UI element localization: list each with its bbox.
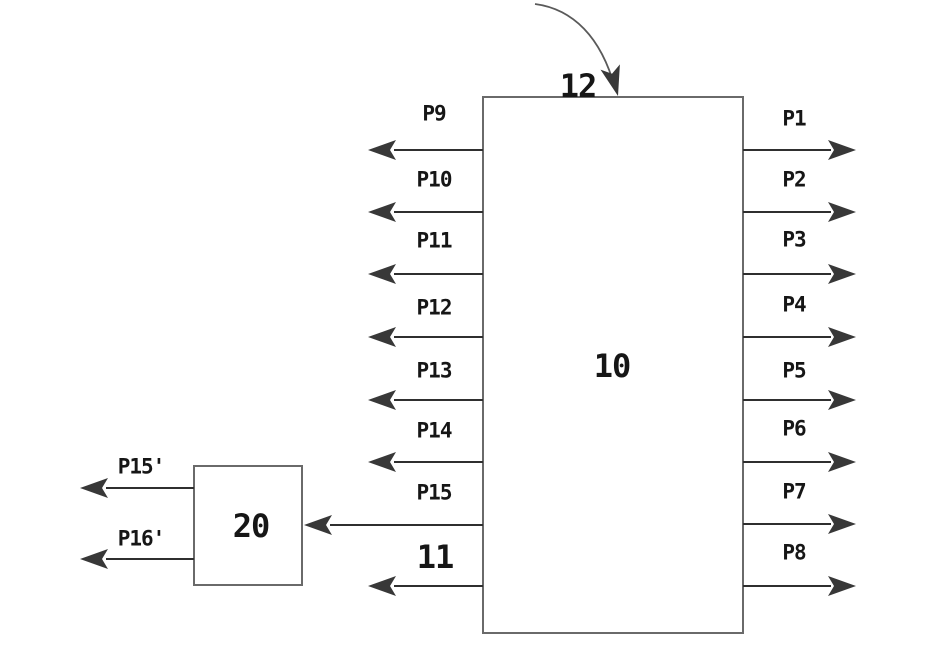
port-label-p4: P4 bbox=[782, 292, 806, 317]
port-arrowhead-p11 bbox=[368, 264, 396, 284]
port-label-p8: P8 bbox=[782, 540, 806, 565]
port-label-p13: P13 bbox=[416, 358, 453, 383]
block-20-label: 20 bbox=[232, 507, 271, 545]
port-arrowhead-p1 bbox=[828, 140, 856, 160]
port-label-p5: P5 bbox=[782, 358, 806, 383]
port-arrowhead-p16prime bbox=[80, 549, 108, 569]
port-label-p12: P12 bbox=[416, 295, 453, 320]
port-label-p11: P11 bbox=[416, 228, 453, 253]
port-label-p15prime: P15' bbox=[117, 454, 166, 479]
port-arrowhead-p14 bbox=[368, 452, 396, 472]
port-arrowhead-p5 bbox=[828, 390, 856, 410]
port-arrowhead-p15prime bbox=[80, 478, 108, 498]
port-label-p6: P6 bbox=[782, 416, 806, 441]
port-arrowhead-p3 bbox=[828, 264, 856, 284]
port-label-p14: P14 bbox=[416, 418, 453, 443]
port-arrowhead-p2 bbox=[828, 202, 856, 222]
port-label-p3: P3 bbox=[782, 227, 806, 252]
pointer-label-12: 12 bbox=[559, 67, 598, 105]
port-label-p7: P7 bbox=[782, 479, 806, 504]
pointer-arrow-curve bbox=[534, 3, 616, 89]
port-label-p1: P1 bbox=[782, 106, 806, 131]
port-arrowhead-p7 bbox=[828, 514, 856, 534]
pointer-arrowhead-icon bbox=[600, 64, 620, 96]
port-label-p10: P10 bbox=[416, 167, 453, 192]
port-label-p9: P9 bbox=[422, 101, 446, 126]
right-port-arrows bbox=[743, 140, 856, 596]
bus-label-11: 11 bbox=[416, 538, 455, 576]
block-20-rect bbox=[193, 465, 303, 586]
secondary-out-arrows bbox=[80, 478, 194, 569]
left-port-arrows bbox=[368, 140, 483, 472]
port-arrowhead-p9 bbox=[368, 140, 396, 160]
block-10-label: 10 bbox=[593, 347, 632, 385]
port-label-p16prime: P16' bbox=[117, 526, 166, 551]
port-label-p2: P2 bbox=[782, 167, 806, 192]
port-arrowhead-p12 bbox=[368, 327, 396, 347]
port-arrowhead-p13 bbox=[368, 390, 396, 410]
port-arrowhead-p6 bbox=[828, 452, 856, 472]
bus-arrowhead-11 bbox=[368, 576, 396, 596]
port-arrowhead-p8 bbox=[828, 576, 856, 596]
port-arrowhead-p4 bbox=[828, 327, 856, 347]
port-label-p15: P15 bbox=[416, 480, 453, 505]
port-arrowhead-p15 bbox=[304, 515, 332, 535]
port-arrowhead-p10 bbox=[368, 202, 396, 222]
block-10-rect bbox=[482, 96, 744, 634]
